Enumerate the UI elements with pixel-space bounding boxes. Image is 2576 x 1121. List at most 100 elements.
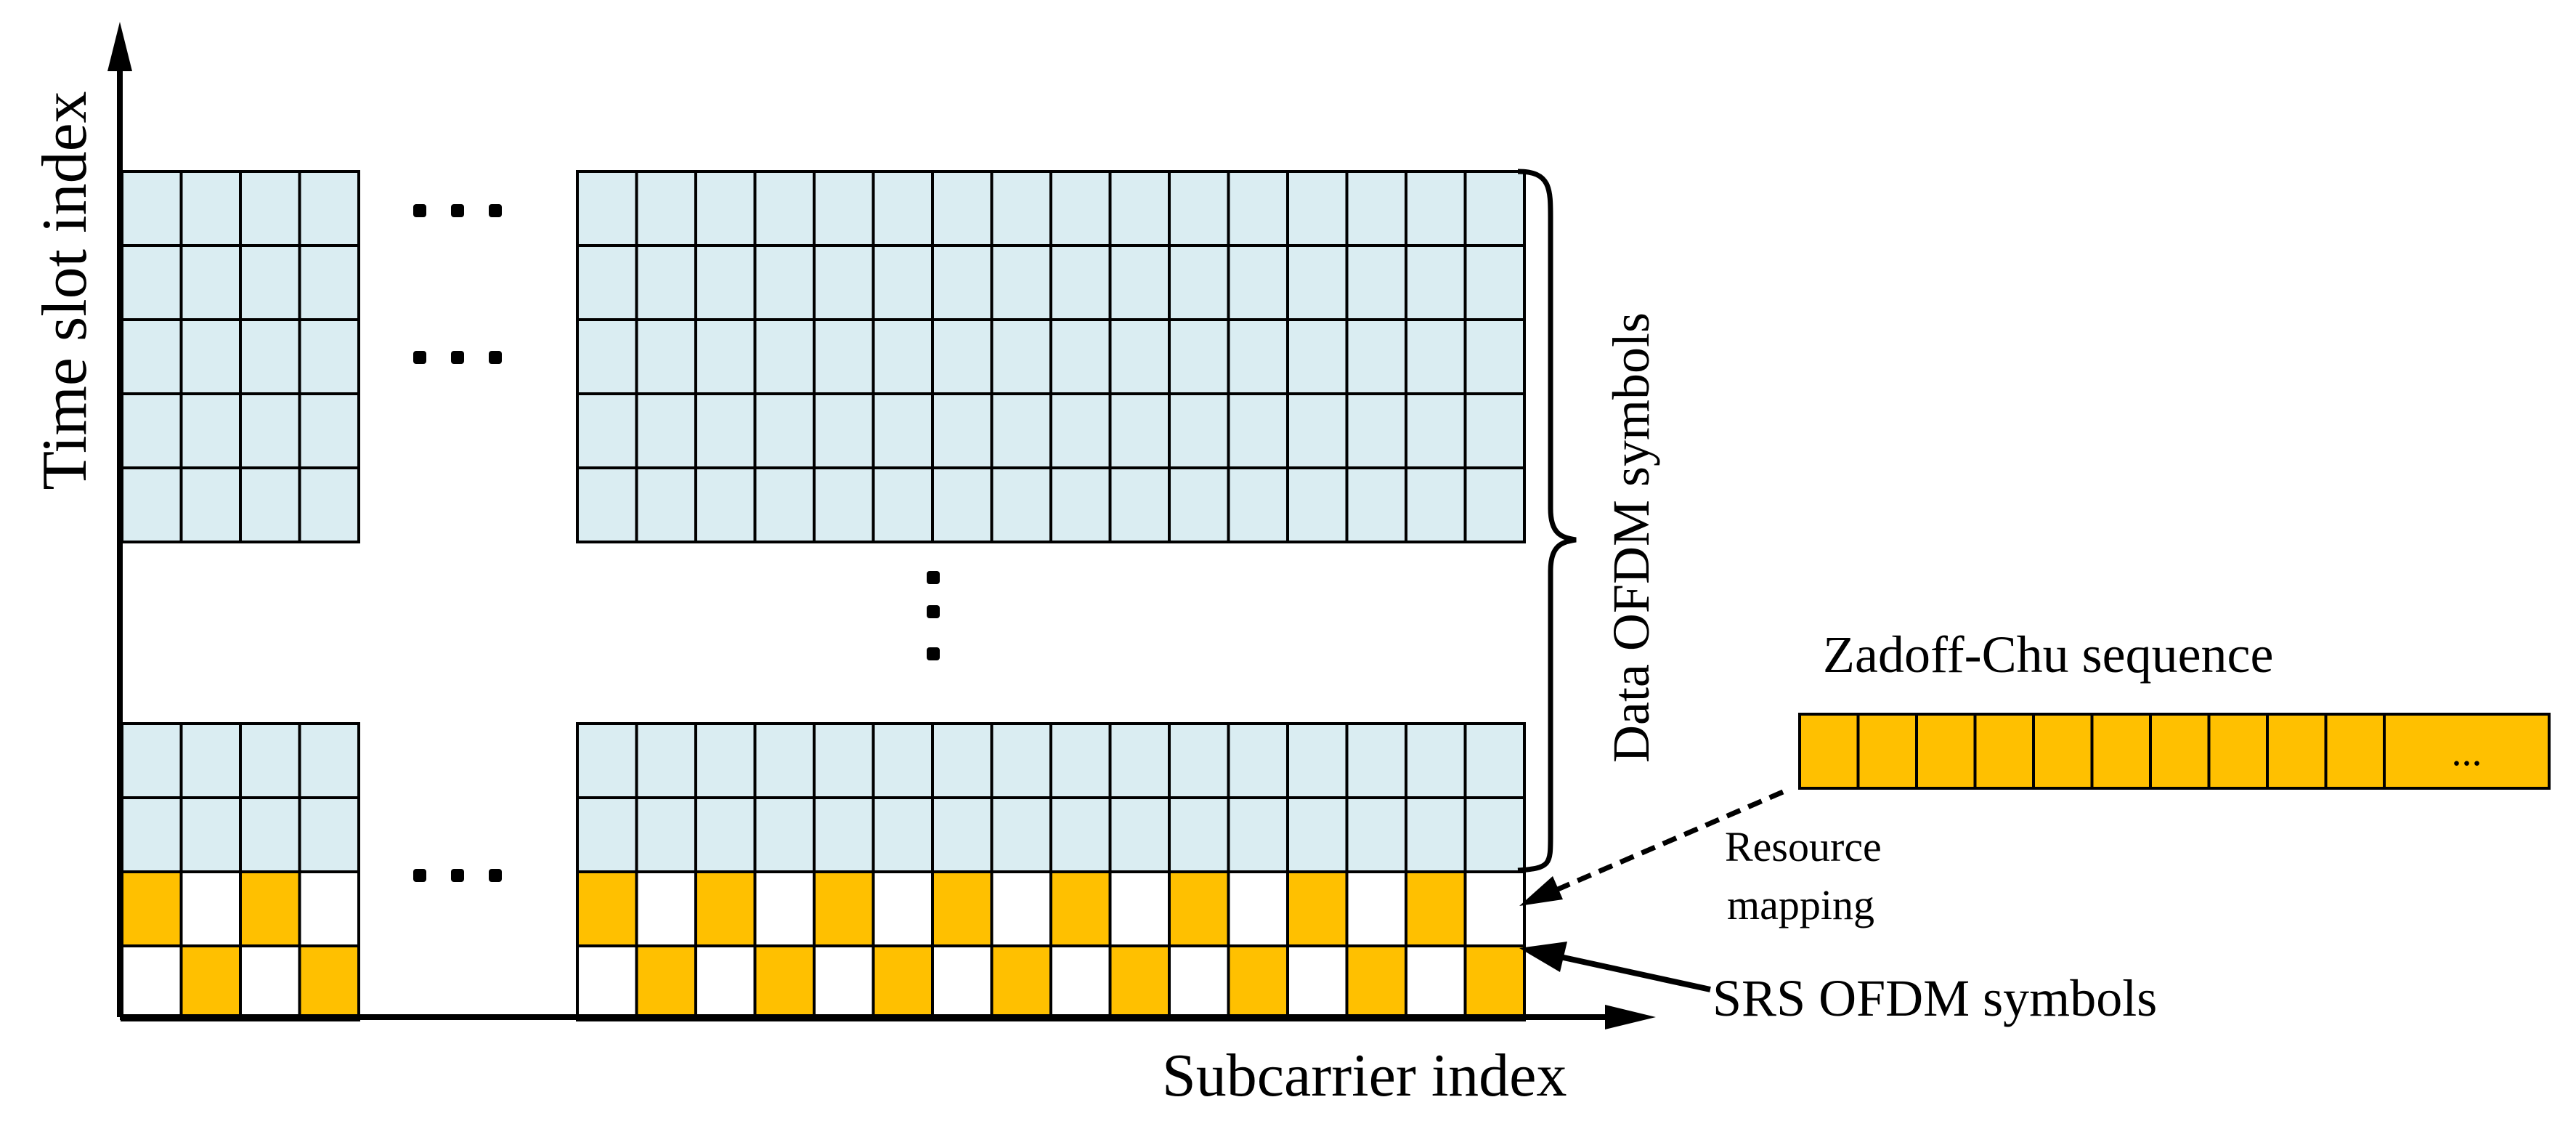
data-cell xyxy=(871,722,934,799)
data-cell xyxy=(1227,170,1289,247)
data-cell xyxy=(753,466,816,543)
zc-cell xyxy=(1798,713,1860,790)
data-cell xyxy=(1286,318,1349,395)
data-cell xyxy=(1405,318,1467,395)
empty-cell xyxy=(753,870,816,947)
data-cell xyxy=(576,170,638,247)
empty-cell xyxy=(576,944,638,1021)
empty-cell xyxy=(179,870,242,947)
data-cell xyxy=(1345,318,1407,395)
data-cell xyxy=(1168,796,1230,873)
data-cell xyxy=(1405,244,1467,321)
data-cell xyxy=(1108,722,1171,799)
zc-cell xyxy=(2324,713,2386,790)
data-cell xyxy=(871,796,934,873)
data-cell xyxy=(1345,392,1407,469)
data-cell xyxy=(576,318,638,395)
data-cell xyxy=(753,392,816,469)
data-cell xyxy=(1463,796,1526,873)
data-cell xyxy=(871,318,934,395)
data-cell xyxy=(1286,466,1349,543)
data-cell xyxy=(179,392,242,469)
srs-cell xyxy=(121,870,183,947)
data-cell xyxy=(635,392,697,469)
data-cell xyxy=(298,392,360,469)
data-cell xyxy=(931,392,994,469)
data-cell xyxy=(576,244,638,321)
data-cell xyxy=(694,796,757,873)
data-cell xyxy=(298,796,360,873)
data-cell xyxy=(1227,392,1289,469)
data-cell xyxy=(179,466,242,543)
data-cell xyxy=(931,796,994,873)
data-cell xyxy=(813,318,875,395)
ellipsis-dot xyxy=(413,351,426,364)
data-cell xyxy=(239,722,301,799)
data-cell xyxy=(694,244,757,321)
data-cell xyxy=(635,722,697,799)
data-cell xyxy=(1168,466,1230,543)
ellipsis-dot xyxy=(927,647,940,660)
data-cell xyxy=(990,392,1052,469)
data-cell xyxy=(1405,170,1467,247)
data-cell xyxy=(1108,392,1171,469)
data-cell xyxy=(1463,318,1526,395)
data-cell xyxy=(753,244,816,321)
srs-cell xyxy=(1405,870,1467,947)
zc-ellipsis-label: ... xyxy=(2452,729,2482,774)
data-cell xyxy=(1049,722,1112,799)
data-cell xyxy=(1108,796,1171,873)
data-cell xyxy=(121,392,183,469)
data-cell xyxy=(1168,318,1230,395)
data-cell xyxy=(1286,722,1349,799)
zc-sequence-label: Zadoff-Chu sequence xyxy=(1823,626,2273,684)
srs-cell xyxy=(1227,944,1289,1021)
data-cell xyxy=(298,466,360,543)
empty-cell xyxy=(635,870,697,947)
ellipsis-dots xyxy=(413,204,940,882)
srs-cell xyxy=(1108,944,1171,1021)
x-axis-label: Subcarrier index xyxy=(1162,1042,1567,1109)
data-cell xyxy=(753,796,816,873)
zc-cell xyxy=(2207,713,2269,790)
data-cell xyxy=(694,170,757,247)
data-cell xyxy=(753,170,816,247)
zc-cell xyxy=(2149,713,2211,790)
data-cell xyxy=(990,170,1052,247)
empty-cell xyxy=(931,944,994,1021)
empty-cell xyxy=(694,944,757,1021)
ellipsis-dot xyxy=(451,204,464,217)
srs-symbols-label: SRS OFDM symbols xyxy=(1712,969,2157,1027)
data-cell xyxy=(121,466,183,543)
data-cell xyxy=(179,170,242,247)
data-cell xyxy=(179,244,242,321)
data-cell xyxy=(1168,392,1230,469)
data-cell xyxy=(1049,170,1112,247)
ellipsis-dot xyxy=(451,351,464,364)
data-cell xyxy=(813,466,875,543)
empty-cell xyxy=(239,944,301,1021)
data-cell xyxy=(1345,466,1407,543)
empty-cell xyxy=(990,870,1052,947)
ellipsis-dot xyxy=(451,869,464,882)
data-cell xyxy=(635,170,697,247)
data-cell xyxy=(1168,170,1230,247)
data-cell xyxy=(1345,722,1407,799)
data-cell xyxy=(1463,170,1526,247)
data-cell xyxy=(1108,244,1171,321)
zc-cell xyxy=(1973,713,2035,790)
zc-cell-continuation xyxy=(2383,713,2551,790)
empty-cell xyxy=(121,944,183,1021)
empty-cell xyxy=(1108,870,1171,947)
data-cell xyxy=(298,318,360,395)
data-cell xyxy=(1108,318,1171,395)
empty-cell xyxy=(1345,870,1407,947)
ellipsis-dot xyxy=(927,571,940,584)
data-cell xyxy=(990,722,1052,799)
zc-cell xyxy=(2266,713,2328,790)
y-axis-arrowhead xyxy=(107,22,132,71)
axes xyxy=(107,22,1656,1029)
ellipsis-dot xyxy=(489,869,502,882)
data-cell xyxy=(1108,170,1171,247)
